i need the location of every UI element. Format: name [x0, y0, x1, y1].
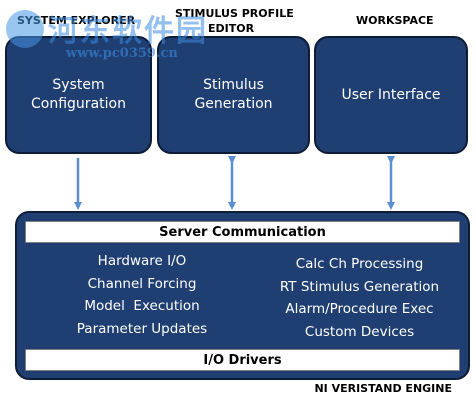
stimulus-profile-editor-header-line1: STIMULUS PROFILE [175, 7, 294, 20]
engine-right-column: Calc Ch Processing RT Stimulus Generatio… [262, 253, 457, 343]
user-interface-label: User Interface [341, 86, 441, 103]
engine-item-calc-ch-processing: Calc Ch Processing [295, 256, 424, 272]
engine-footer-label: NI VERISTAND ENGINE [314, 382, 452, 395]
workspace-header: WORKSPACE [356, 14, 434, 27]
system-explorer-header: SYSTEM EXPLORER [17, 14, 136, 27]
engine-left-column: Hardware I/O Channel Forcing Model Execu… [57, 250, 227, 340]
user-interface-block: User Interface [314, 36, 468, 154]
stimulus-generation-label-line2: Generation [194, 96, 273, 112]
stimulus-generation-block: Stimulus Generation [157, 36, 310, 154]
io-drivers-bar: I/O Drivers [25, 349, 460, 371]
stimulus-profile-editor-header-line2: EDITOR [208, 22, 255, 35]
system-configuration-label-line2: Configuration [31, 96, 126, 112]
system-configuration-block: System Configuration [5, 36, 152, 154]
stimulus-generation-label-line1: Stimulus [203, 77, 264, 93]
engine-item-model-execution: Model Execution [84, 298, 200, 314]
system-configuration-label-line1: System [52, 77, 105, 93]
engine-item-rt-stimulus-generation: RT Stimulus Generation [279, 278, 440, 295]
veristand-engine-block: Server Communication Hardware I/O Channe… [15, 211, 470, 380]
engine-item-custom-devices: Custom Devices [304, 323, 415, 340]
engine-item-channel-forcing: Channel Forcing [87, 275, 197, 292]
server-communication-bar: Server Communication [25, 221, 460, 243]
engine-item-hardware-io: Hardware I/O [97, 253, 187, 269]
engine-item-alarm-procedure-exec: Alarm/Procedure Exec [285, 301, 434, 317]
engine-item-parameter-updates: Parameter Updates [76, 320, 208, 337]
